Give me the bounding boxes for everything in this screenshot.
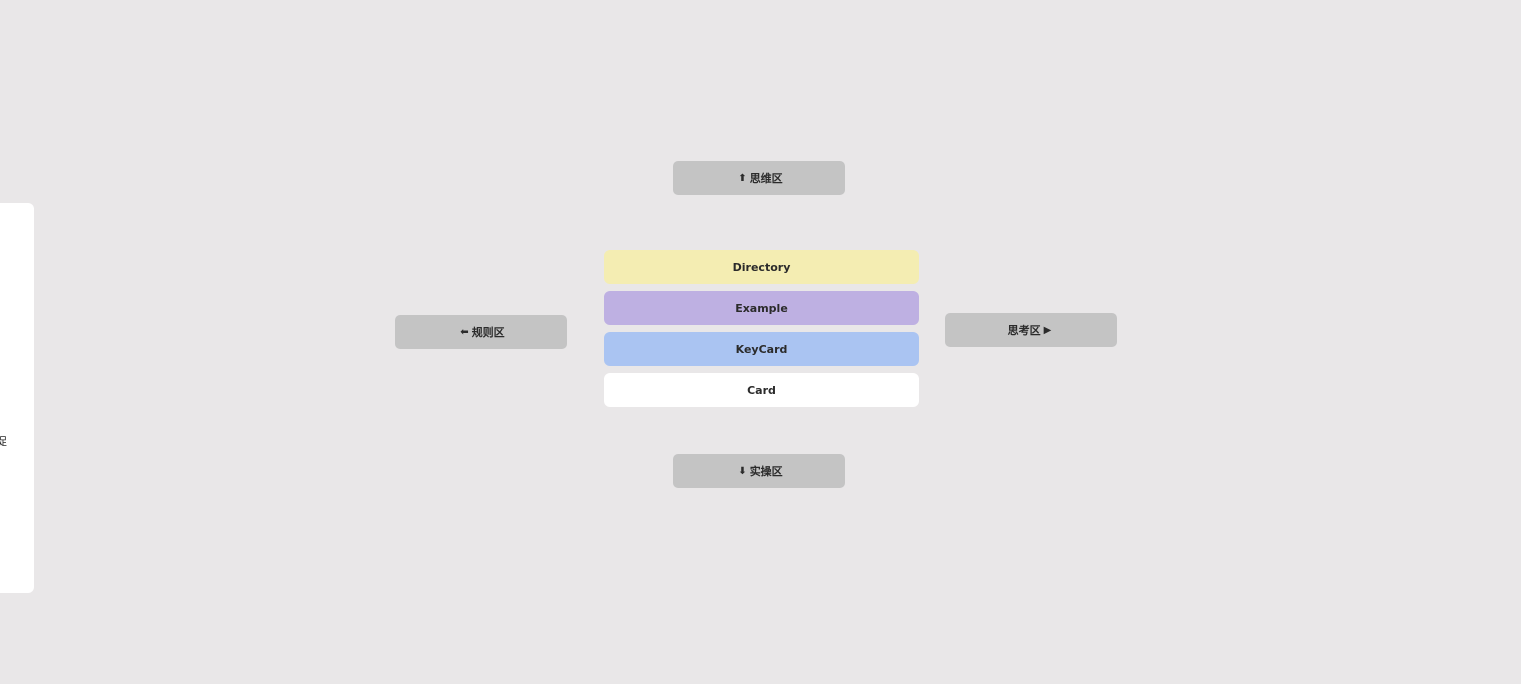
arrow-left-icon: ⬅︎ (460, 326, 469, 338)
card-type-stack: Directory Example KeyCard Card (604, 250, 919, 407)
side-panel[interactable]: 促 (0, 203, 34, 593)
nav-right-button[interactable]: 思考区 ▶ (945, 313, 1117, 347)
card-card[interactable]: Card (604, 373, 919, 407)
nav-left-label: 规则区 (471, 326, 505, 339)
directory-card[interactable]: Directory (604, 250, 919, 284)
nav-up-button[interactable]: ⬆︎ 思维区 (673, 161, 845, 195)
keycard-card[interactable]: KeyCard (604, 332, 919, 366)
arrow-up-icon: ⬆︎ (738, 172, 747, 184)
nav-down-label: 实操区 (749, 465, 783, 478)
play-right-icon: ▶ (1043, 324, 1052, 336)
nav-up-label: 思维区 (749, 172, 783, 185)
nav-left-button[interactable]: ⬅︎ 规则区 (395, 315, 567, 349)
example-card[interactable]: Example (604, 291, 919, 325)
side-panel-text: 促 (0, 435, 7, 448)
arrow-down-icon: ⬇︎ (738, 465, 747, 477)
nav-right-label: 思考区 (1007, 324, 1041, 337)
nav-down-button[interactable]: ⬇︎ 实操区 (673, 454, 845, 488)
